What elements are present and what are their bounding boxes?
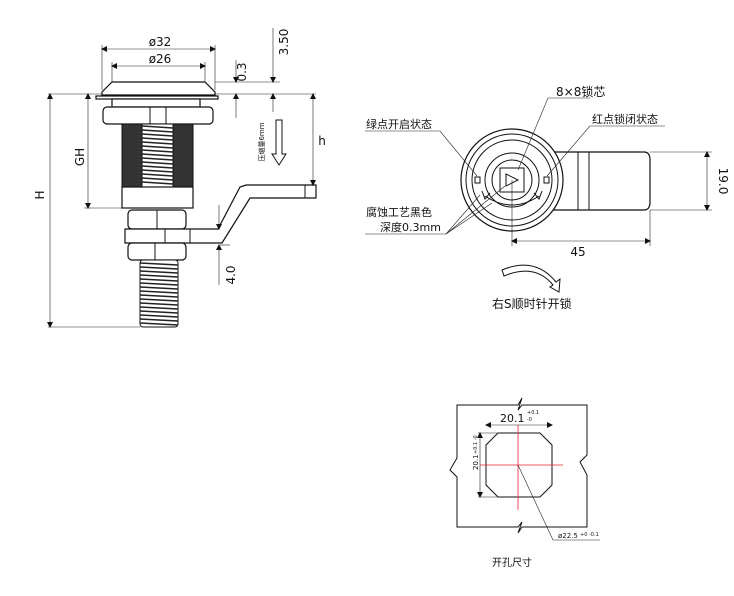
thread-line (141, 137, 174, 141)
thread-line (139, 322, 179, 326)
thread-line (141, 181, 174, 185)
thread-line (141, 129, 174, 133)
thread-line (141, 173, 174, 177)
green-state-label: 绿点开启状态 (366, 117, 432, 131)
thread-line (141, 169, 174, 173)
thread-line (139, 302, 179, 306)
dim-flange-thickness: 0.3 (235, 62, 249, 81)
thread-line (139, 270, 179, 274)
dim-h: h (318, 134, 326, 148)
sleeve (121, 186, 194, 209)
thread-line (141, 141, 174, 145)
cutout-shape (485, 432, 553, 498)
cutout-width: 20.1 (500, 412, 525, 425)
thread-line (141, 161, 174, 165)
dim-outer-diameter: ø32 (149, 35, 172, 49)
etch-label: 腐蚀工艺黑色 (366, 205, 432, 219)
thread-line (139, 266, 179, 270)
thread-line (141, 133, 174, 137)
cutout-width-tol-upper: +0.1 (527, 410, 539, 416)
thread-line (139, 310, 179, 314)
thread-line (141, 177, 174, 181)
bolt (139, 259, 179, 328)
thread-line (139, 286, 179, 290)
thread-line (139, 294, 179, 298)
thread-line (139, 298, 179, 302)
green-dot-icon (474, 176, 481, 184)
front-view: 8×8锁芯 绿点开启状态 红点锁闭状态 腐蚀工艺黑色 深度0.3mm 19.0 … (365, 84, 730, 311)
cam-arm (124, 184, 317, 244)
clockwise-arrow-icon (501, 264, 561, 293)
dim-inner-diameter: ø26 (149, 52, 172, 66)
lower-nut (127, 209, 187, 230)
thread-line (141, 125, 174, 129)
thread-line (139, 278, 179, 282)
dim-gh: GH (73, 148, 87, 166)
compression-note: 压缩量6mm (257, 122, 266, 161)
thread-line (139, 306, 179, 310)
cutout-diameter: ø22.5 (558, 532, 578, 540)
rotation-note: 右S顺时针开锁 (492, 296, 572, 311)
cutout-diameter-tol: +0 -0.1 (580, 532, 599, 538)
red-dot-icon (543, 176, 550, 184)
thread-line (139, 314, 179, 318)
dim-cam-height: 19.0 (716, 168, 730, 195)
panel-outline (449, 397, 588, 534)
flange (101, 81, 216, 96)
core-label: 8×8锁芯 (556, 84, 605, 99)
bottom-nut (127, 242, 187, 261)
side-view: ø32 ø26 0.3 3.50 压缩量6mm h GH H 4.0 (33, 28, 326, 328)
upper-nut (102, 106, 214, 125)
thread-line (141, 149, 174, 153)
panel-cutout: 20.1 +0.1 -0 20.1 +0.1 -0 ø22.5 +0 -0.1 … (449, 397, 600, 569)
dim-cam-length: 45 (570, 245, 585, 259)
thread-line (139, 262, 179, 266)
compression-arrow-icon (271, 119, 287, 166)
thread-line (139, 282, 179, 286)
thread-line (141, 165, 174, 169)
thread-line (141, 157, 174, 161)
thread-line (139, 318, 179, 322)
depth-label: 深度0.3mm (380, 220, 441, 234)
gasket (111, 98, 201, 108)
dim-total-height: H (33, 190, 47, 199)
cutout-width-tol-lower: -0 (527, 417, 532, 423)
thread-line (139, 290, 179, 294)
dim-top-offset: 3.50 (277, 29, 291, 56)
dim-cam-thickness: 4.0 (224, 265, 238, 284)
thread-line (141, 153, 174, 157)
cutout-height-tol: +0.1 -0 (473, 435, 479, 454)
cutout-height: 20.1 (472, 454, 480, 470)
threaded-body (121, 123, 194, 188)
cam-bar (551, 151, 651, 211)
red-state-label: 红点锁闭状态 (592, 112, 658, 126)
thread-line (141, 145, 174, 149)
thread-line (139, 274, 179, 278)
cutout-title: 开孔尺寸 (492, 556, 532, 569)
